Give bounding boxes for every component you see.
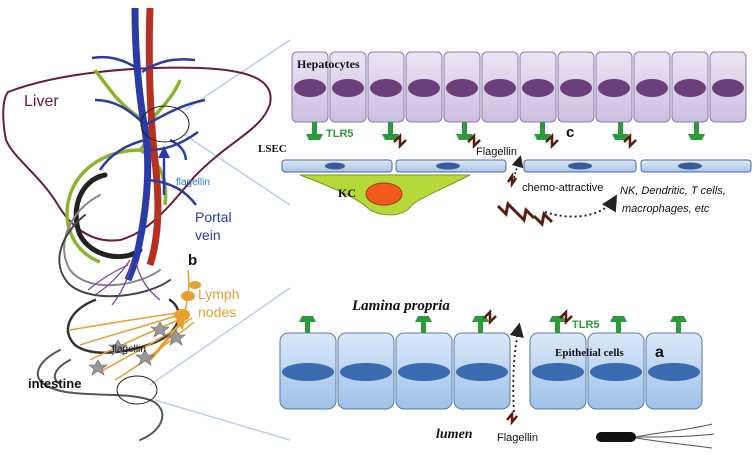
- zoom-line-liver-bottom: [184, 134, 291, 206]
- hepatocyte-cell: [405, 51, 443, 123]
- flagellin-cluster: [496, 200, 554, 228]
- kupffer-cell-nucleus: [365, 182, 403, 206]
- lsec-label: LSEC: [258, 143, 287, 155]
- intestine-label: intestine: [28, 376, 81, 391]
- epithelial-cell: [337, 332, 395, 410]
- lymph-nodes-shapes: [174, 281, 201, 321]
- epithelial-tlr5-label: TLR5: [572, 319, 600, 331]
- epithelial-row: [279, 332, 703, 410]
- liver-flagellin-label: Flagellin: [476, 146, 517, 158]
- portal-vein-label-line1: Portal: [195, 209, 232, 225]
- hepatocytes-label: Hepatocytes: [297, 57, 360, 71]
- zoom-line-intestine-top: [149, 287, 291, 386]
- chemo-attractive-label: chemo-attractive: [522, 182, 603, 194]
- epithelial-cell: [587, 332, 645, 410]
- hepatic-artery: [145, 7, 162, 267]
- lymph-nodes-label-line2: nodes: [198, 304, 236, 320]
- portal-vein-branches: [91, 55, 206, 206]
- lsec-gap-arrow: [511, 155, 524, 179]
- hepatocyte-tlr5-label: TLR5: [326, 128, 354, 140]
- hepatocyte-cell: [595, 51, 633, 123]
- lumen-flagellin-mark: [506, 410, 518, 426]
- kupffer-cell-label: KC: [338, 186, 356, 200]
- epithelial-flagellin-marks: [483, 308, 573, 326]
- epithelial-cells-label: Epithelial cells: [555, 347, 624, 359]
- hepatocyte-cell: [443, 51, 481, 123]
- panel-b-label: b: [188, 252, 197, 269]
- flagellin-blue-label: flagellin: [176, 177, 210, 188]
- epithelial-cell: [645, 332, 703, 410]
- chemo-attractive-arrow: [544, 194, 618, 218]
- hepatocyte-cell: [671, 51, 709, 123]
- epithelial-cell: [453, 332, 511, 410]
- immune-cell-stars: [88, 321, 186, 376]
- hepatocyte-cell: [367, 51, 405, 123]
- intestine-loops: [36, 172, 180, 441]
- lumen-label: lumen: [436, 427, 473, 442]
- flagellin-up-arrow-head: [158, 146, 170, 158]
- lumen-flagellin-label: Flagellin: [497, 432, 538, 444]
- zoom-line-liver-top: [184, 39, 291, 111]
- hepatocyte-cell: [633, 51, 671, 123]
- hepatocyte-cell: [709, 51, 747, 123]
- hepatocyte-cell: [481, 51, 519, 123]
- epithelial-cell: [279, 332, 337, 410]
- lsec-gap-flagellin: [506, 171, 518, 189]
- hepatocyte-tlr5-receptors: [306, 122, 705, 140]
- flagellin-black-label: flagellin: [112, 344, 146, 355]
- hepatocyte-row: [291, 51, 747, 123]
- lsec-row: [281, 159, 752, 173]
- intestine-zoom-circle: [116, 375, 158, 405]
- lymph-arrow-head: [176, 318, 185, 330]
- hepatocyte-cell: [557, 51, 595, 123]
- bacterium-body: [596, 432, 636, 442]
- hepatocyte-cell: [329, 51, 367, 123]
- epithelial-cell: [529, 332, 587, 410]
- epithelial-cell: [395, 332, 453, 410]
- panel-a-label: a: [655, 344, 664, 361]
- zoom-line-intestine-bottom: [154, 399, 291, 441]
- bacterium-flagella: [635, 423, 715, 449]
- mesenteric-vessels: [87, 259, 161, 306]
- portal-vein-label-line2: vein: [195, 227, 221, 243]
- panel-c-label: c: [566, 124, 574, 141]
- translocation-arrow: [509, 322, 524, 413]
- immune-cells-label-line2: macrophages, etc: [622, 203, 710, 215]
- liver-flagellin-marks: [393, 132, 637, 150]
- immune-cells-label-line1: NK, Dendritic, T cells,: [620, 185, 726, 197]
- liver-zoom-circle: [140, 105, 190, 143]
- hepatocyte-cell: [519, 51, 557, 123]
- lymph-nodes-label-line1: Lymph: [198, 286, 240, 302]
- liver-label: Liver: [24, 93, 59, 110]
- hepatocyte-cell: [291, 51, 329, 123]
- portal-vein-trunk: [124, 7, 152, 282]
- liver-outline: [2, 66, 272, 242]
- lamina-propria-label: Lamina propria: [351, 298, 450, 314]
